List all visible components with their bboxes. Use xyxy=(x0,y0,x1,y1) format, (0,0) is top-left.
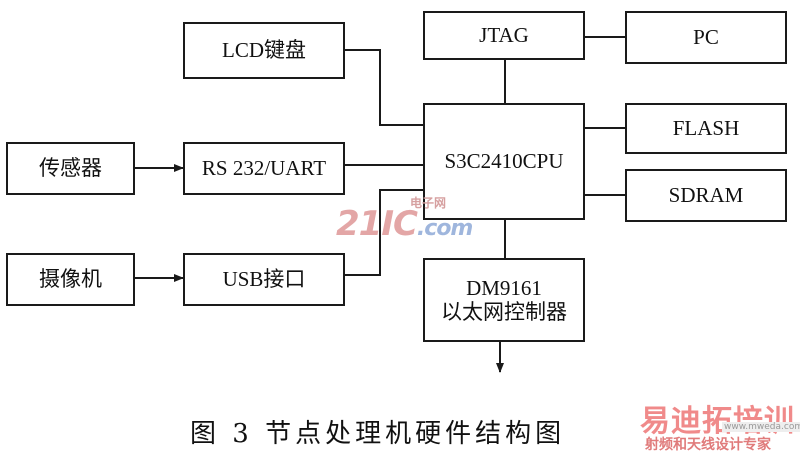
cpu-label: S3C2410CPU xyxy=(444,149,564,174)
site-logo-suffix: .com xyxy=(416,216,473,241)
lcd-keyboard-block: LCD键盘 xyxy=(183,22,345,79)
ethernet-controller-label: 以太网控制器 xyxy=(441,300,567,324)
training-watermark: 易迪拓培训 xyxy=(640,404,795,439)
sensor-block: 传感器 xyxy=(6,142,135,195)
pc-block: PC xyxy=(625,11,787,64)
usb-interface-label: USB接口 xyxy=(222,267,306,292)
dm9161-label: DM9161 xyxy=(466,275,542,300)
sdram-block: SDRAM xyxy=(625,169,787,222)
jtag-block: JTAG xyxy=(423,11,585,60)
site-watermark: 21IC.com 电子网 xyxy=(336,196,473,244)
camera-block: 摄像机 xyxy=(6,253,135,306)
site-logo-cn: 电子网 xyxy=(410,196,447,210)
sdram-label: SDRAM xyxy=(668,183,744,208)
usb-interface-block: USB接口 xyxy=(183,253,345,306)
site-logo-text: 21IC xyxy=(336,204,418,244)
dm9161-block: DM9161 以太网控制器 xyxy=(423,258,585,342)
training-subtitle-watermark: 射频和天线设计专家 xyxy=(645,437,771,453)
training-url-watermark: www.mweda.com xyxy=(722,422,800,432)
jtag-label: JTAG xyxy=(479,23,529,48)
cpu-block: S3C2410CPU xyxy=(423,103,585,220)
sensor-label: 传感器 xyxy=(39,156,102,181)
figure-caption: 图 3 节点处理机硬件结构图 xyxy=(190,419,566,449)
flash-label: FLASH xyxy=(672,116,740,141)
rs232-uart-block: RS 232/UART xyxy=(183,142,345,195)
pc-label: PC xyxy=(693,25,719,50)
rs232-uart-label: RS 232/UART xyxy=(201,156,327,181)
line-lcd-cpu xyxy=(345,49,425,126)
camera-label: 摄像机 xyxy=(39,267,102,292)
line-usb-cpu xyxy=(345,189,425,276)
flash-block: FLASH xyxy=(625,103,787,154)
lcd-keyboard-label: LCD键盘 xyxy=(222,38,306,63)
